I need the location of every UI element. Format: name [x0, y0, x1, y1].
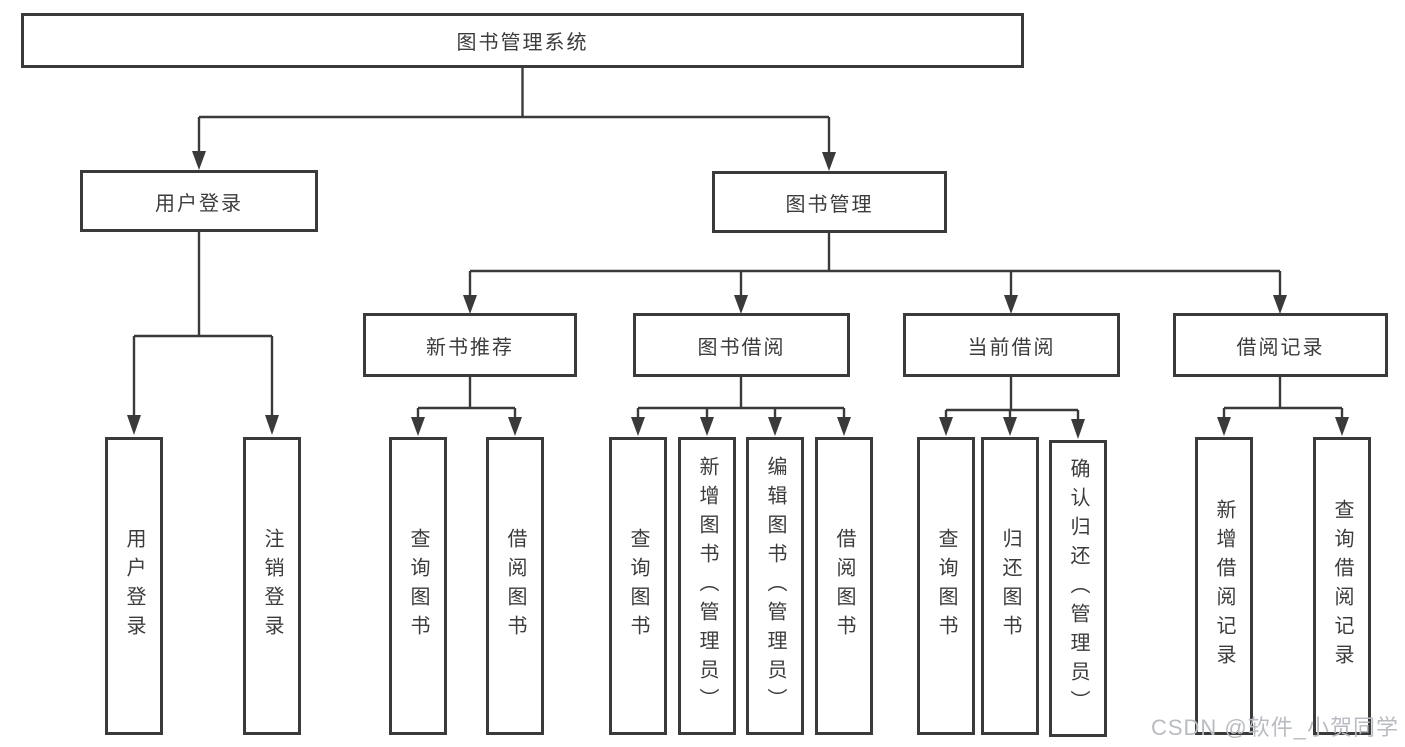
leaf-return-books: 归还图书 [981, 437, 1039, 735]
node-book-management-label: 图书管理 [785, 193, 874, 216]
root-node-library-system: 图书管理系统 [21, 13, 1024, 68]
node-current-borrowing: 当前借阅 [903, 313, 1120, 377]
leaf-add-book-admin: 新增图书（管理员） [678, 437, 736, 735]
root-node-label: 图书管理系统 [456, 32, 589, 54]
leaf-query-borrowing-record: 查询借阅记录 [1313, 437, 1371, 735]
leaf-edit-book-admin-label: 编辑图书（管理员） [764, 455, 786, 717]
leaf-add-book-admin-label: 新增图书（管理员） [696, 455, 718, 717]
leaf-borrow-books-recommend: 借阅图书 [486, 437, 544, 735]
node-book-borrowing-label: 图书借阅 [697, 336, 786, 359]
node-borrowing-records-label: 借阅记录 [1236, 336, 1325, 359]
node-user-login: 用户登录 [80, 170, 318, 232]
leaf-query-books-recommend: 查询图书 [389, 437, 447, 735]
leaf-edit-book-admin: 编辑图书（管理员） [746, 437, 804, 735]
leaf-logout: 注销登录 [243, 437, 301, 735]
node-book-borrowing: 图书借阅 [633, 313, 850, 377]
leaf-confirm-return-admin-label: 确认归还（管理员） [1067, 458, 1089, 719]
leaf-logout-label: 注销登录 [261, 528, 283, 644]
leaf-borrow-books-borrowing: 借阅图书 [815, 437, 873, 735]
node-book-management: 图书管理 [712, 171, 947, 233]
leaf-user-login-label: 用户登录 [123, 528, 145, 644]
node-new-book-recommendation-label: 新书推荐 [426, 336, 514, 359]
node-new-book-recommendation: 新书推荐 [363, 313, 577, 377]
leaf-query-books-borrowing: 查询图书 [609, 437, 667, 735]
leaf-borrow-books-borrowing-label: 借阅图书 [833, 528, 855, 644]
csdn-watermark: CSDN @软件_小贺同学 [1150, 715, 1399, 740]
leaf-user-login: 用户登录 [105, 437, 163, 735]
leaf-add-borrowing-record: 新增借阅记录 [1195, 437, 1253, 735]
leaf-query-books-current-label: 查询图书 [935, 528, 957, 644]
leaf-query-books-current: 查询图书 [917, 437, 975, 735]
leaf-query-books-recommend-label: 查询图书 [407, 528, 429, 644]
leaf-borrow-books-recommend-label: 借阅图书 [504, 528, 526, 644]
leaf-return-books-label: 归还图书 [999, 528, 1021, 644]
leaf-confirm-return-admin: 确认归还（管理员） [1049, 440, 1107, 737]
leaf-query-borrowing-record-label: 查询借阅记录 [1331, 499, 1353, 673]
leaf-query-books-borrowing-label: 查询图书 [627, 528, 649, 644]
node-current-borrowing-label: 当前借阅 [967, 336, 1056, 359]
leaf-add-borrowing-record-label: 新增借阅记录 [1213, 499, 1235, 673]
node-user-login-label: 用户登录 [155, 192, 243, 215]
node-borrowing-records: 借阅记录 [1173, 313, 1388, 377]
